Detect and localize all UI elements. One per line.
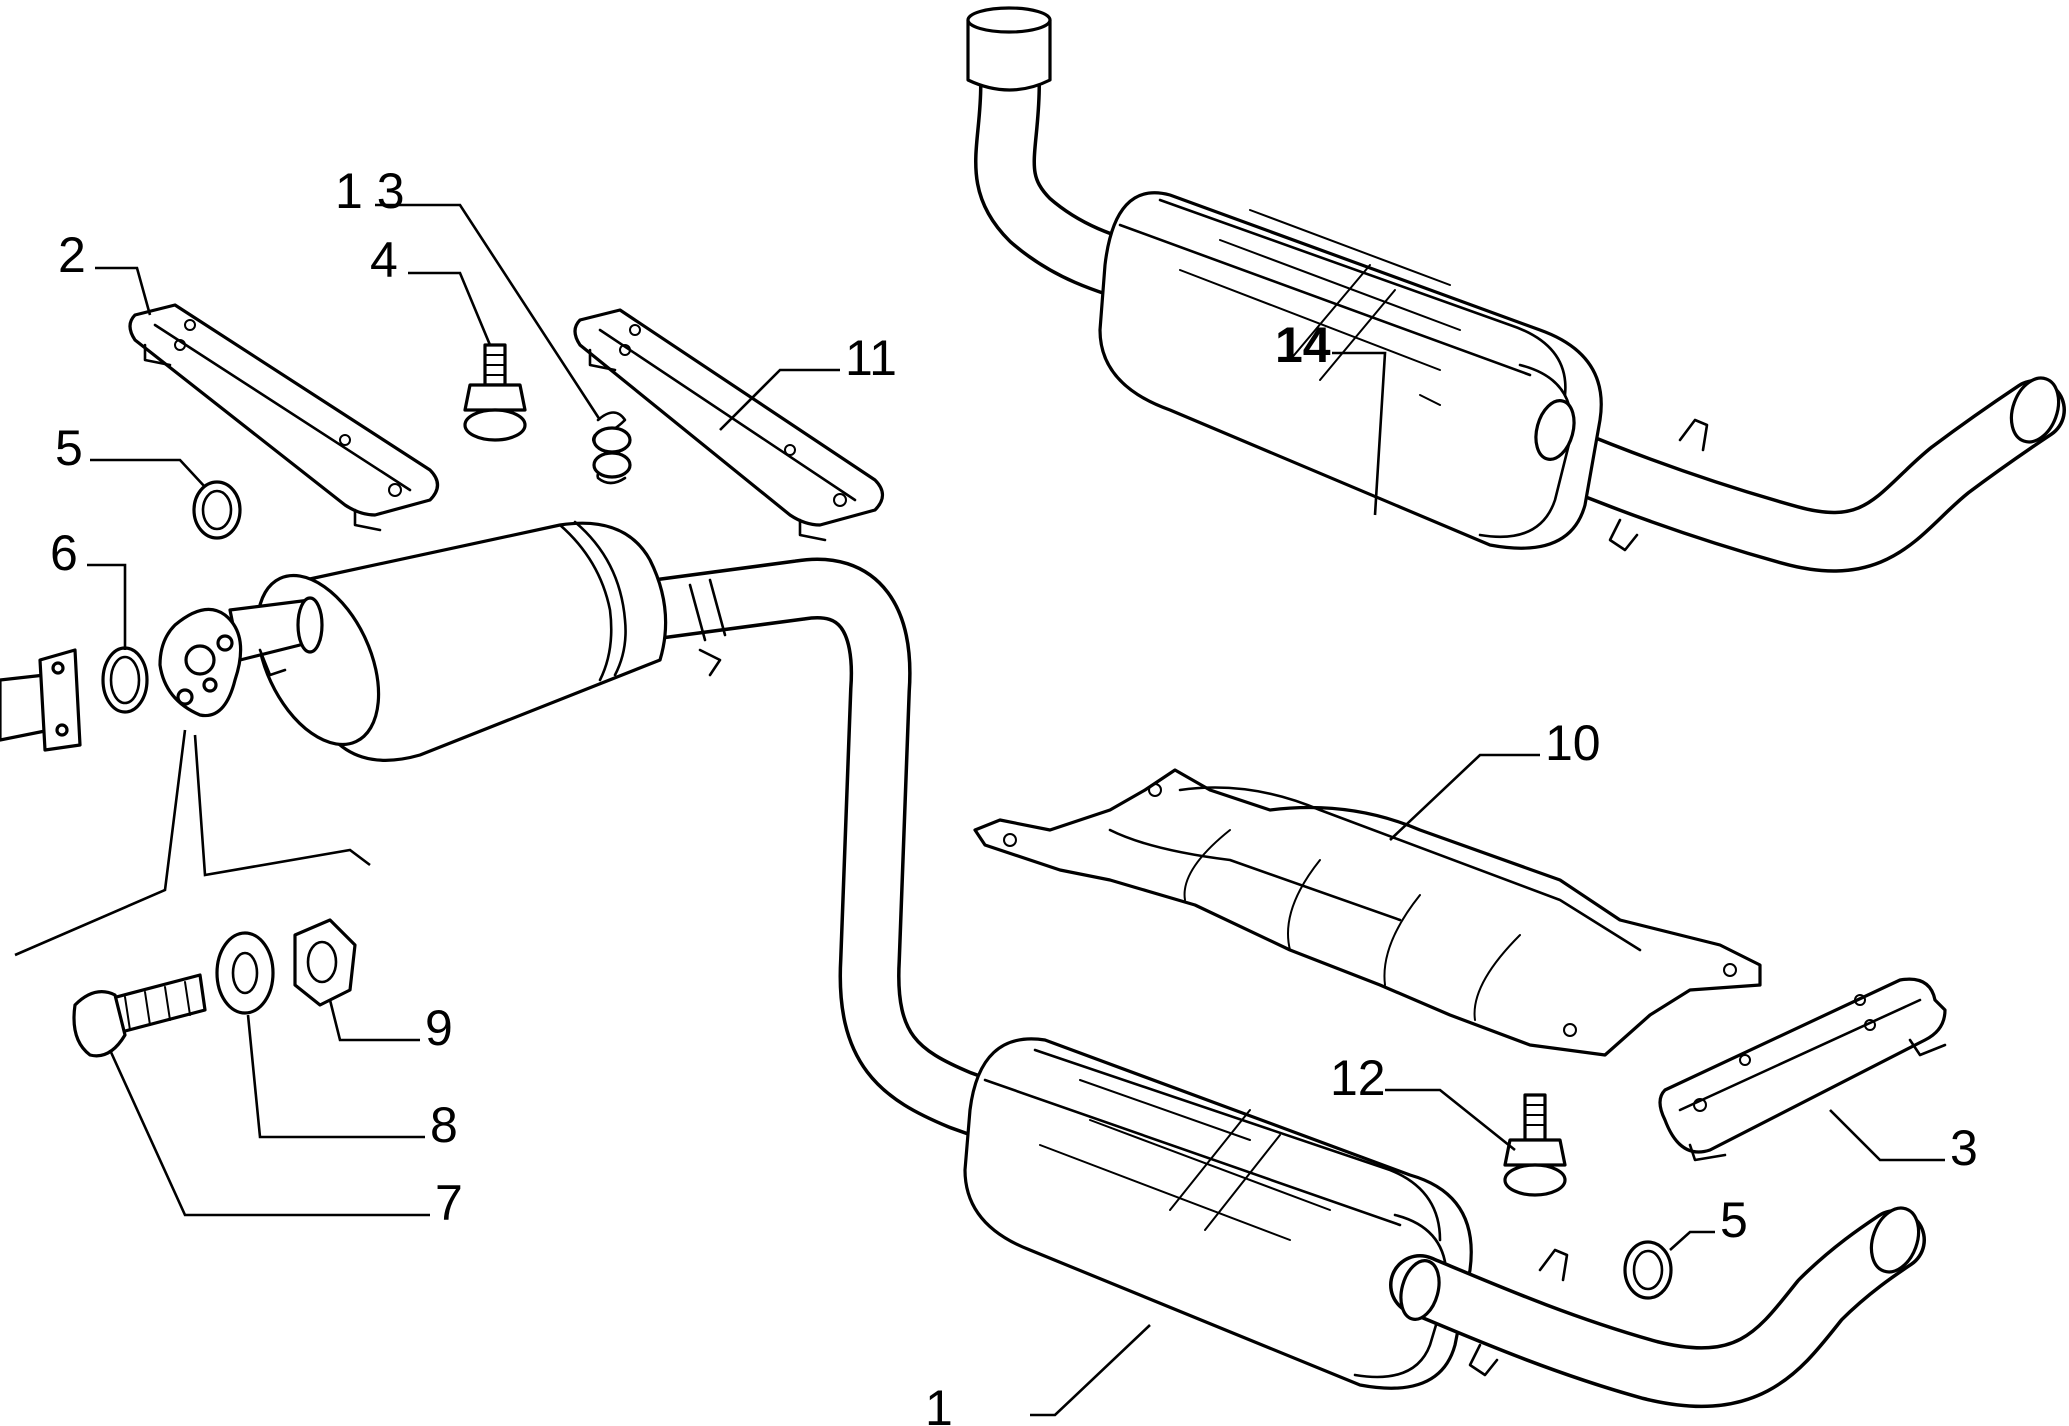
callout-5-upper: 5 [55,420,83,476]
explode-guide-2 [193,734,371,877]
callout-13: 1 3 [335,163,405,219]
callout-labels: 1 2 3 4 5 5 6 7 8 9 10 11 12 1 3 14 [50,163,1978,1426]
callout-5-lower: 5 [1720,1192,1748,1248]
callout-14: 14 [1275,317,1331,373]
part-11-bracket [573,308,885,542]
callout-4: 4 [370,232,398,288]
part-12-stud [1503,1093,1567,1197]
part-1-exhaust-assembly [158,520,1926,1409]
callout-7: 7 [435,1175,463,1231]
callout-1: 1 [925,1380,953,1426]
callout-9: 9 [425,1000,453,1056]
callout-11: 11 [845,330,897,386]
part-6-gasket [101,646,149,714]
part-9-nut [293,918,357,1007]
callout-leaders [87,203,1945,1417]
part-5-ring-lower [1623,1240,1673,1300]
part-10-heat-shield [973,768,1762,1057]
part-3-bracket [1658,977,1947,1162]
part-8-washer [215,931,275,1015]
callout-6: 6 [50,525,78,581]
part-2-bracket [128,303,440,532]
callout-12: 12 [1330,1050,1386,1106]
callout-8: 8 [430,1097,458,1153]
callout-10: 10 [1545,715,1601,771]
part-14-rear-silencer [966,6,2066,573]
callout-2: 2 [58,227,86,283]
part-13-spring [592,411,632,485]
explode-guide [14,729,187,957]
callout-3: 3 [1950,1120,1978,1176]
part-7-bolt [72,973,207,1058]
front-pipe-connection [0,648,82,752]
part-5-ring-upper [192,480,242,540]
part-4-stud [463,343,527,442]
